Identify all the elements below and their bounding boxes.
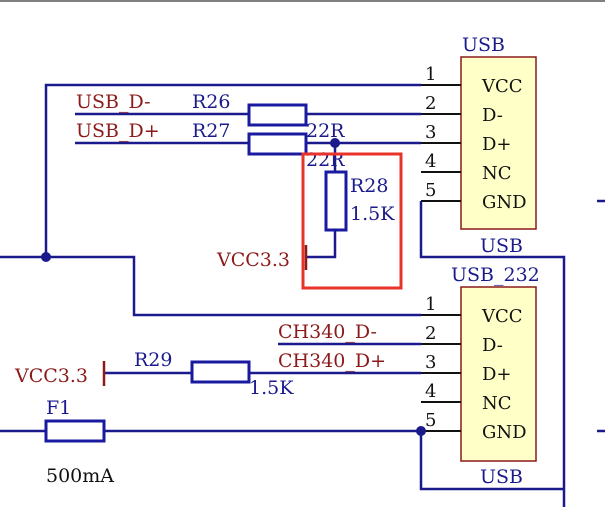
usb-pin-4-number: 4	[425, 151, 436, 172]
r28-wire-bottom	[306, 230, 337, 259]
r26-value: 22R	[306, 120, 345, 142]
r28-designator: R28	[350, 175, 388, 197]
usb232-pin-1-number: 1	[425, 294, 436, 315]
r28-value: 1.5K	[350, 203, 395, 225]
usb232-connector-title: USB_232	[451, 264, 540, 286]
vcc-wire-upper	[44, 83, 421, 257]
net-label-ch340-dm: CH340_D-	[278, 321, 377, 343]
usb232-pin-1-name: VCC	[481, 306, 523, 327]
r26-designator: R26	[192, 91, 230, 113]
vcc33-label-a: VCC3.3	[216, 249, 290, 271]
r27-resistor	[247, 132, 308, 156]
usb232-pin-3-number: 3	[425, 352, 436, 373]
usb-pin-1-number: 1	[425, 64, 436, 85]
usb-connector-pin-stubs	[421, 84, 461, 202]
gnd-wire-upper	[419, 201, 566, 507]
usb-pin-2-name: D-	[482, 105, 503, 126]
highlight-box	[301, 152, 403, 290]
r29-designator: R29	[134, 349, 172, 371]
usb-pin-2-number: 2	[425, 93, 436, 114]
r29-value: 1.5K	[249, 377, 294, 399]
f1-designator: F1	[46, 397, 71, 419]
f1-value: 500mA	[46, 465, 114, 487]
usb232-pin-2-name: D-	[482, 335, 503, 356]
net-label-ch340-dp: CH340_D+	[278, 350, 386, 372]
net-label-usb-dm: USB_D-	[76, 91, 151, 113]
r26-resistor	[247, 103, 308, 127]
usb-connector-body	[460, 56, 537, 230]
vcc-wire-lower	[0, 255, 421, 317]
usb232-pin-4-name: NC	[482, 393, 512, 414]
usb-connector-title: USB	[462, 34, 505, 56]
r29-resistor	[190, 360, 251, 384]
usb-connector-footer: USB	[480, 235, 523, 257]
f1-fuse	[44, 419, 106, 443]
usb232-pin-2-number: 2	[425, 323, 436, 344]
r28-resistor	[324, 170, 348, 232]
usb-pin-1-name: VCC	[481, 76, 523, 97]
vcc-junction-dot	[41, 252, 51, 262]
usb232-pin-5-number: 5	[425, 410, 436, 431]
gnd-wire-lower	[419, 431, 564, 491]
usb232-pin-3-name: D+	[482, 364, 512, 385]
usb-pin-5-name: GND	[482, 192, 527, 213]
r27-value: 22R	[306, 149, 345, 171]
r27-designator: R27	[192, 120, 230, 142]
usb-pin-3-name: D+	[482, 134, 512, 155]
usb-pin-3-number: 3	[425, 122, 436, 143]
usb232-connector-footer: USB	[480, 466, 523, 488]
usb-pin-4-name: NC	[482, 163, 512, 184]
usb232-connector-pin-stubs	[421, 314, 461, 432]
vcc33-label-b: VCC3.3	[14, 365, 88, 387]
usb232-pin-4-number: 4	[425, 381, 436, 402]
net-label-usb-dp: USB_D+	[76, 120, 160, 142]
usb232-pin-5-name: GND	[482, 422, 527, 443]
usb-pin-5-number: 5	[425, 180, 436, 201]
